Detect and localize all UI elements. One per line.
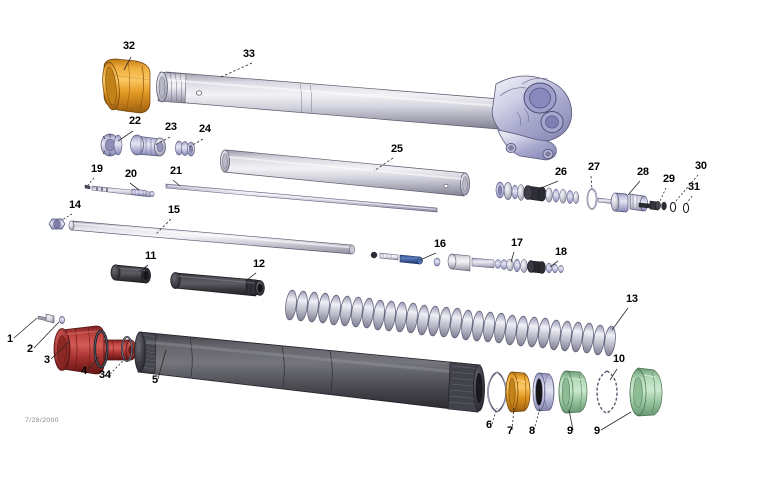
part-18-piston-nut [527, 260, 564, 274]
callout-21: 21 [170, 165, 182, 177]
callout-12: 12 [253, 258, 265, 270]
callout-19: 19 [91, 163, 103, 175]
part-16-valve-assembly [370, 251, 441, 267]
callout-18: 18 [555, 246, 567, 258]
callout-17: 17 [511, 237, 523, 249]
fork-crown-casting [491, 75, 573, 161]
part-11-short-spacer [110, 264, 151, 284]
callout-26: 26 [555, 166, 567, 178]
part-12-long-spacer [170, 272, 265, 297]
callout-1: 1 [7, 333, 13, 345]
callout-29: 29 [663, 173, 675, 185]
part-30-o-ring-tiny-a [669, 201, 677, 213]
part-20-needle-adjuster [91, 185, 155, 198]
part-5-lower-leg-tube [134, 331, 485, 413]
part-24-spacer-stack [175, 140, 195, 157]
callout-20: 20 [125, 168, 137, 180]
callout-14: 14 [69, 199, 81, 211]
callout-27: 27 [588, 161, 600, 173]
callout-6: 6 [486, 419, 492, 431]
part-17-shim-stack [447, 253, 528, 273]
callout-32: 32 [123, 40, 135, 52]
part-8-washer-ring [532, 372, 555, 412]
part-10-snap-ring [596, 370, 618, 414]
part-33-outer-tube-assembly [156, 71, 573, 161]
part-34-o-ring-small [121, 336, 133, 362]
part-26-spring-plate-stack [495, 181, 580, 204]
part-29-set-screw [638, 200, 667, 211]
callout-9-b: 9 [594, 425, 600, 437]
part-27-o-ring [586, 188, 598, 210]
part-6-retaining-clip [487, 371, 507, 413]
callout-22: 22 [129, 115, 141, 127]
callout-2: 2 [27, 343, 33, 355]
callout-31: 31 [688, 181, 700, 193]
leader-lines [13, 56, 699, 431]
callout-3: 3 [44, 354, 50, 366]
callout-10: 10 [613, 353, 625, 365]
part-2-washer [59, 316, 65, 324]
part-25-inner-tube [220, 149, 470, 197]
date-stamp: 7/28/2000 [25, 417, 59, 424]
part-19-needle-tip [84, 184, 91, 190]
callout-8: 8 [529, 425, 535, 437]
callout-24: 24 [199, 123, 211, 135]
callout-16: 16 [434, 238, 446, 250]
part-3-compression-adjuster [53, 325, 137, 375]
callout-34: 34 [99, 369, 111, 381]
callout-9-a: 9 [567, 425, 573, 437]
part-14-rod-end-nut [48, 218, 66, 230]
part-7-bronze-slide-bushing [505, 371, 531, 413]
callout-33: 33 [243, 48, 255, 60]
callout-4: 4 [81, 365, 87, 377]
callout-5: 5 [152, 374, 158, 386]
callout-15: 15 [168, 204, 180, 216]
callout-7: 7 [507, 425, 513, 437]
part-21-long-rod [165, 183, 438, 213]
callout-23: 23 [165, 121, 177, 133]
part-9-seal-ring-a [558, 370, 588, 414]
callout-28: 28 [637, 166, 649, 178]
part-1-screw [37, 313, 55, 324]
part-15-damper-rod [68, 220, 355, 255]
part-13-main-spring [285, 289, 616, 357]
part-23-adjuster-body [130, 134, 166, 157]
callout-25: 25 [391, 143, 403, 155]
callout-13: 13 [626, 293, 638, 305]
callout-30: 30 [695, 160, 707, 172]
part-32-bronze-bushing [102, 58, 151, 114]
part-31-o-ring-tiny-b [682, 202, 690, 214]
callout-11: 11 [145, 250, 157, 262]
part-4-o-ring-large [93, 329, 109, 369]
part-9-seal-ring-b [629, 367, 663, 417]
part-22-castellated-nut [100, 133, 123, 157]
part-28-rebound-adjuster [597, 192, 648, 213]
